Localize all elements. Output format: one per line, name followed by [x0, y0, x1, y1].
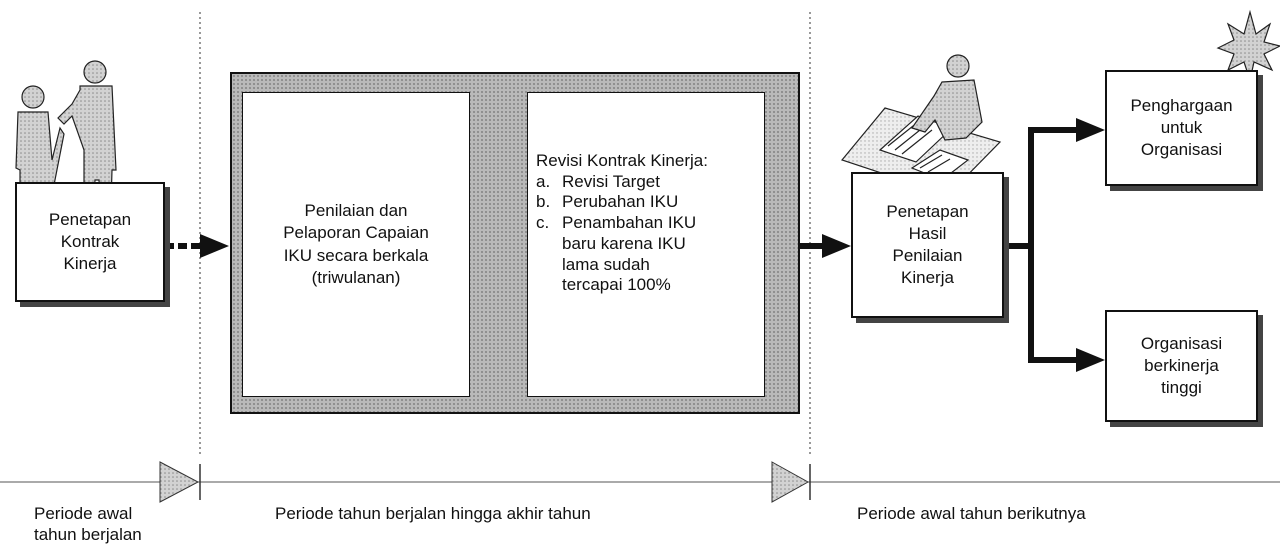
penetapan-kontrak-box: Penetapan Kontrak Kinerja — [15, 182, 165, 302]
penetapan-hasil-label: Penetapan Hasil Penilaian Kinerja — [886, 201, 969, 288]
arrowhead-organisasi — [1076, 348, 1105, 372]
timeline-marker-left — [159, 461, 200, 503]
revisi-item: b. Perubahan IKU — [536, 192, 758, 213]
revisi-item-text: Perubahan IKU — [562, 192, 679, 212]
penghargaan-label: Penghargaan untuk Organisasi — [1130, 95, 1233, 160]
organisasi-tinggi-box: Organisasi berkinerja tinggi — [1105, 310, 1258, 422]
period-awal-label: Periode awal tahun berjalan — [34, 504, 142, 545]
revisi-item-marker: a. — [536, 171, 551, 191]
penghargaan-box: Penghargaan untuk Organisasi — [1105, 70, 1258, 186]
organisasi-tinggi-label: Organisasi berkinerja tinggi — [1140, 333, 1223, 398]
revisi-title: Revisi Kontrak Kinerja: — [536, 151, 708, 170]
penilaian-panel: Penilaian dan Pelaporan Capaian IKU seca… — [242, 92, 470, 397]
revisi-list: a. Revisi Target b. Perubahan IKU c. Pen… — [536, 172, 758, 296]
period-berjalan-label: Periode tahun berjalan hingga akhir tahu… — [275, 504, 591, 523]
revisi-item-marker: b. — [536, 192, 551, 212]
revisi-item: c. Penambahan IKU baru karena IKU lama s… — [536, 213, 758, 296]
timeline-marker-right — [771, 461, 810, 503]
revisi-item-marker: c. — [536, 213, 550, 233]
revisi-item-text: Penambahan IKU baru karena IKU lama suda… — [562, 213, 697, 295]
penilaian-label: Penilaian dan Pelaporan Capaian IKU seca… — [283, 201, 429, 287]
arrowhead-penghargaan — [1076, 118, 1105, 142]
period-berikutnya-label: Periode awal tahun berikutnya — [857, 504, 1086, 523]
arrowhead-penilaian — [200, 234, 229, 258]
revisi-panel: Revisi Kontrak Kinerja: a. Revisi Target… — [527, 92, 765, 397]
penetapan-hasil-box: Penetapan Hasil Penilaian Kinerja — [851, 172, 1004, 318]
arrowhead-hasil — [822, 234, 851, 258]
revisi-item-text: Revisi Target — [562, 171, 660, 191]
penetapan-kontrak-label: Penetapan Kontrak Kinerja — [48, 209, 132, 274]
revisi-item: a. Revisi Target — [536, 172, 758, 193]
